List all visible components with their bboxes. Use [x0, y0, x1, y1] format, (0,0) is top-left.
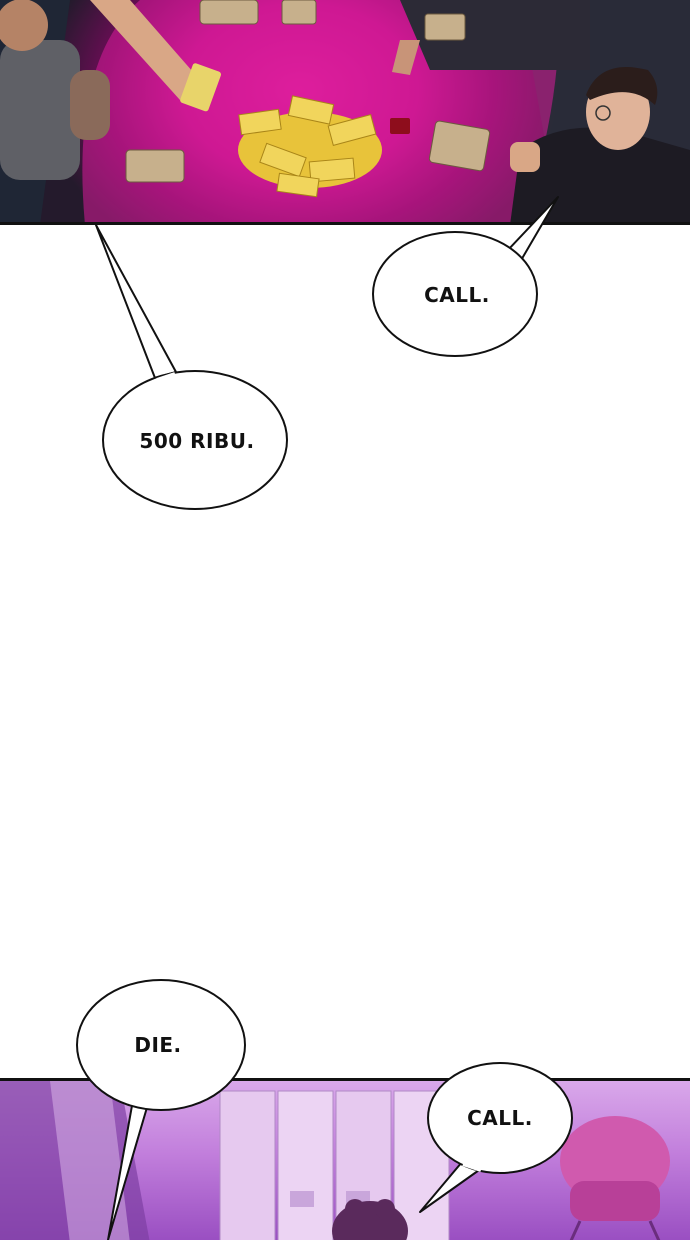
pink-chair — [560, 1116, 670, 1240]
poker-table-panel — [0, 0, 690, 225]
left-player-figure — [0, 0, 110, 180]
cash-pile — [238, 95, 382, 198]
speech-text-500-ribu: 500 RIBU. — [139, 429, 254, 453]
speech-text-die: DIE. — [134, 1033, 181, 1057]
money-bundles — [125, 0, 491, 183]
character-head — [332, 1199, 408, 1240]
speech-bubble-call-bottom: CALL. — [419, 1062, 573, 1213]
speech-bubble-die: DIE. — [76, 979, 246, 1240]
speech-text-call-top: CALL. — [424, 283, 490, 307]
speech-text-call-bottom: CALL. — [467, 1106, 533, 1130]
speech-bubble-500-ribu: 500 RIBU. — [95, 224, 288, 510]
right-player-figure — [510, 67, 690, 222]
locker-room-illustration — [0, 1081, 670, 1240]
poker-table-illustration — [0, 0, 690, 222]
speech-bubble-call-top: CALL. — [372, 196, 559, 357]
